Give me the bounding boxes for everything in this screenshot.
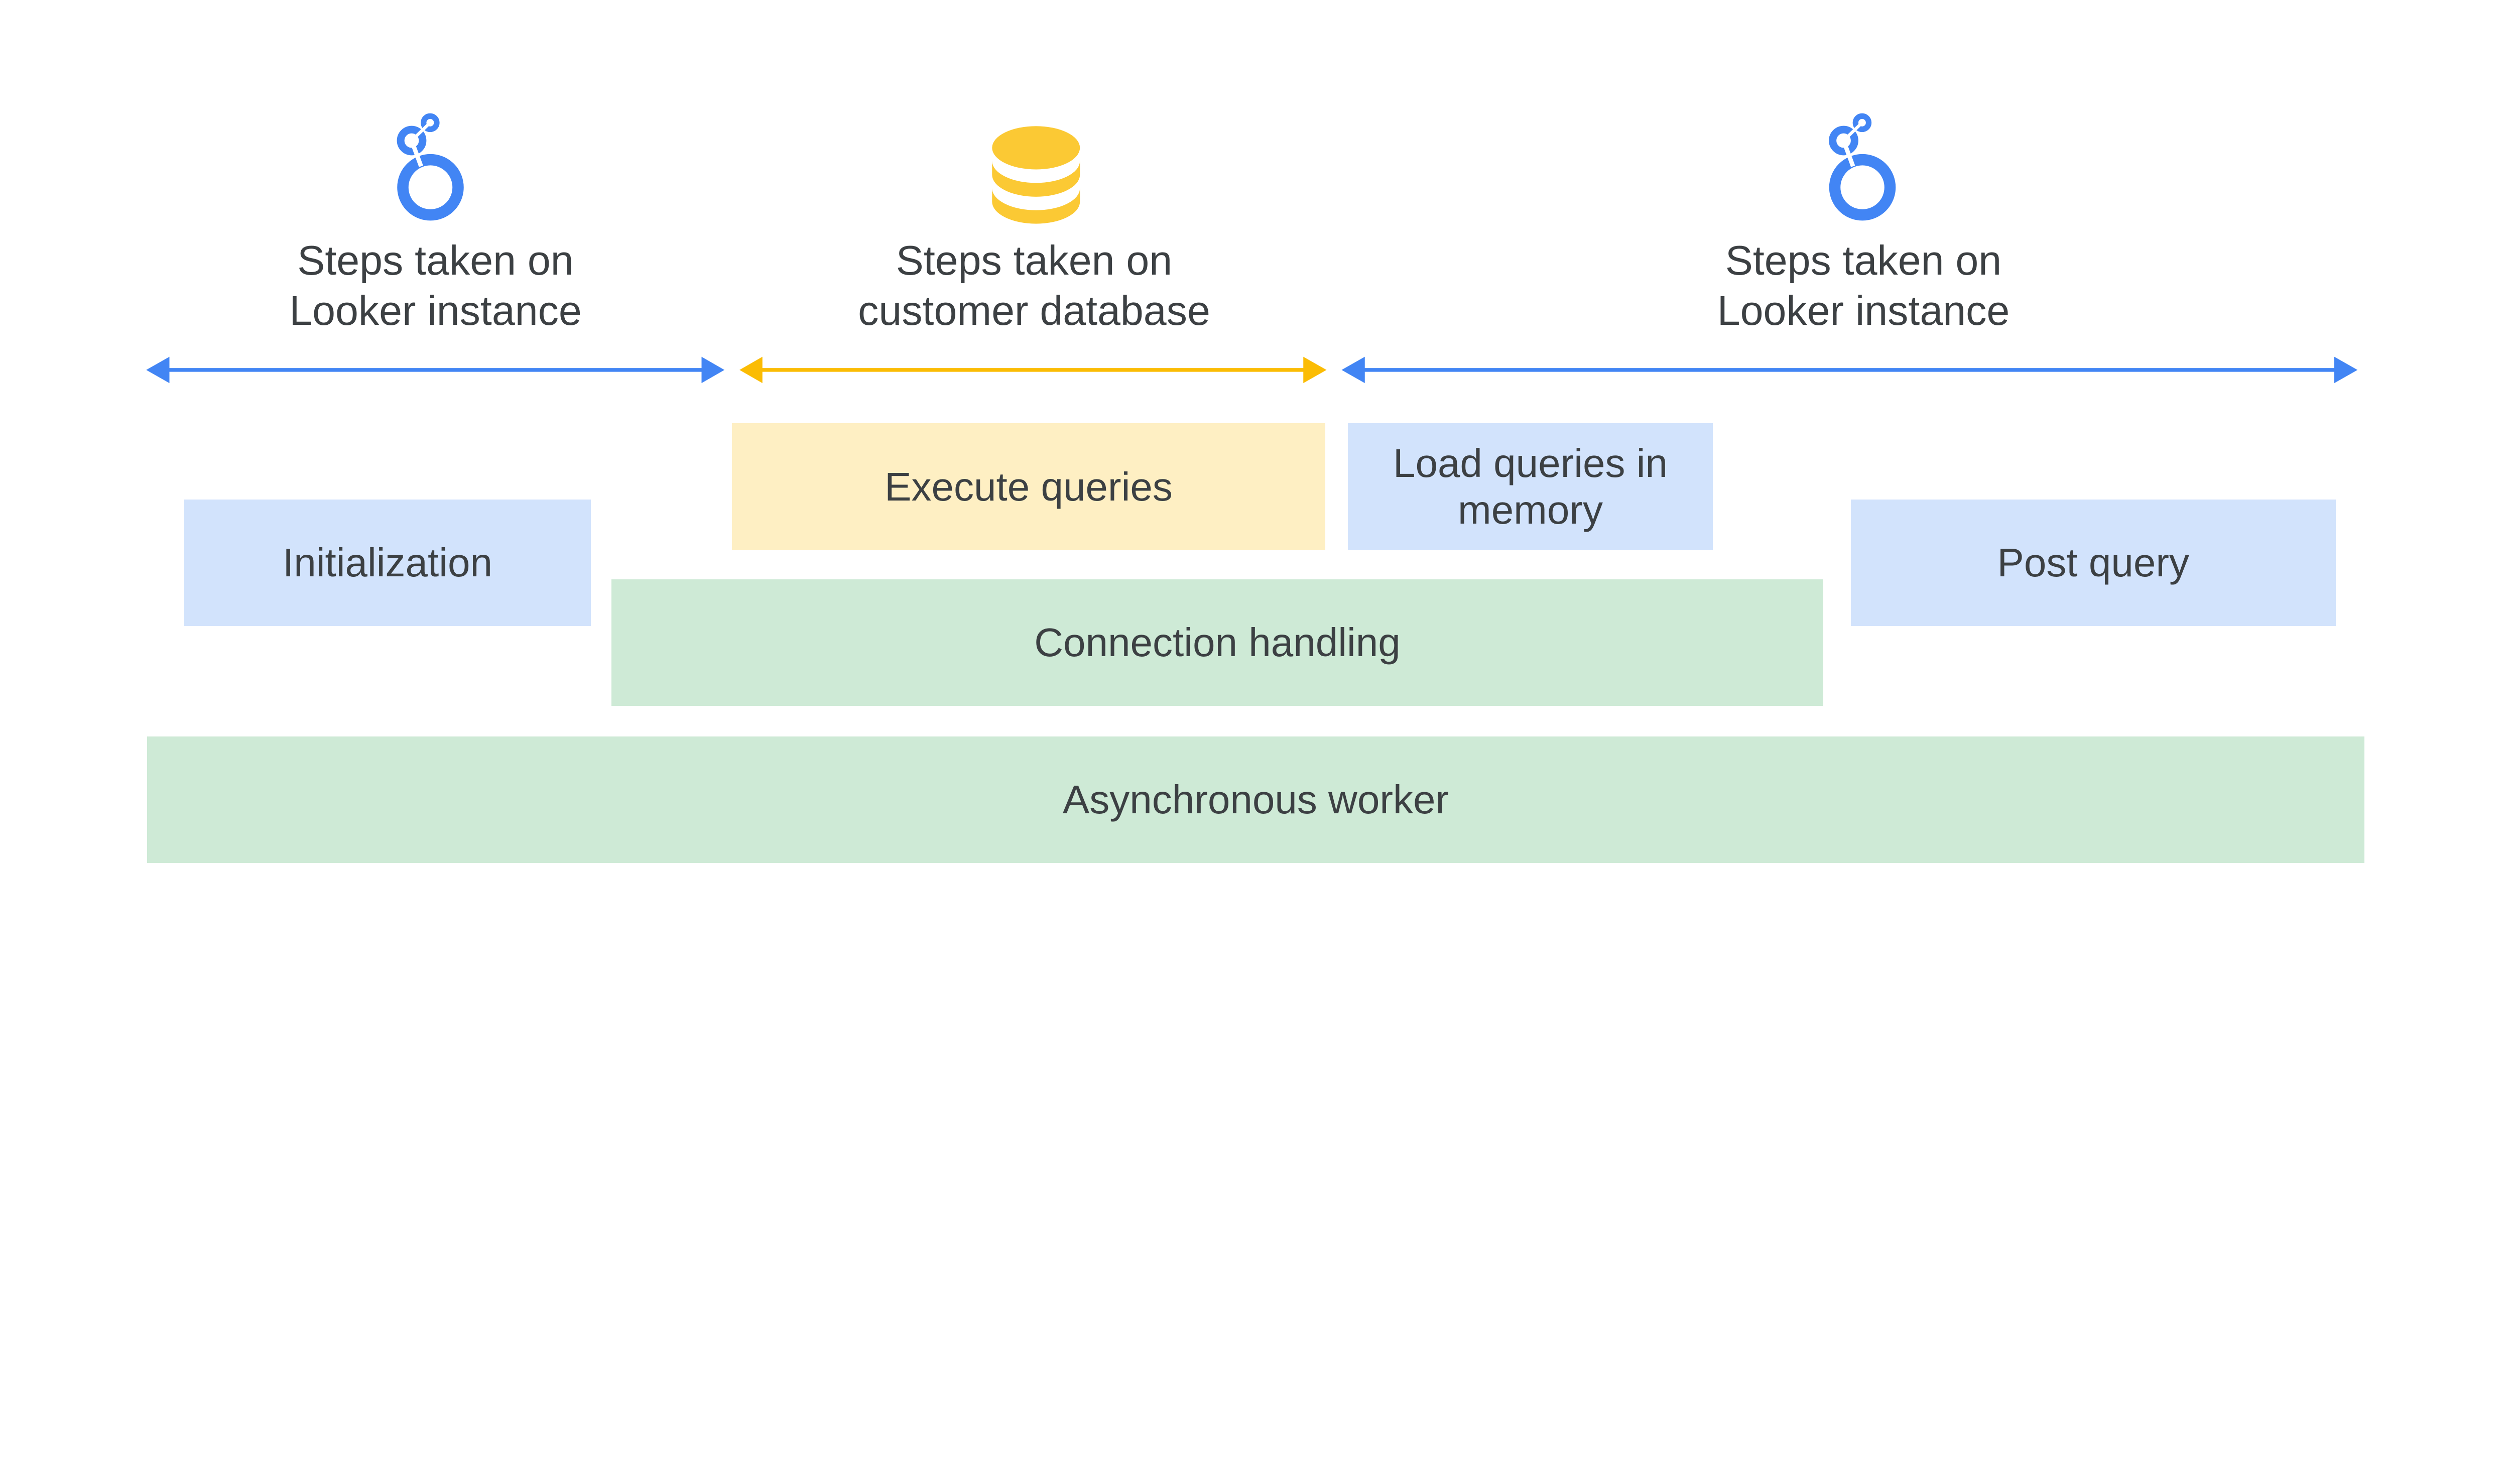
database-icon xyxy=(992,126,1080,224)
looker-logo-icon xyxy=(397,113,464,221)
initialization-box: Initialization xyxy=(184,500,591,626)
looker-logo-icon xyxy=(1829,113,1896,221)
diagram: Steps taken on Looker instance Steps tak… xyxy=(146,113,2364,863)
double-arrow-looker-left xyxy=(146,356,725,384)
heading-line: Steps taken on xyxy=(896,237,1173,284)
double-arrow-looker-right xyxy=(1341,356,2358,384)
post-query-box: Post query xyxy=(1850,500,2336,626)
section-heading-looker-right: Steps taken on Looker instance xyxy=(1612,235,2114,336)
connection-handling-box: Connection handling xyxy=(611,579,1823,706)
heading-line: Looker instance xyxy=(1717,287,2010,334)
section-heading-looker-left: Steps taken on Looker instance xyxy=(185,235,687,336)
load-queries-box: Load queries in memory xyxy=(1348,423,1713,550)
execute-queries-box: Execute queries xyxy=(732,423,1325,550)
box-label: Post query xyxy=(1997,540,2189,585)
box-label: Execute queries xyxy=(885,464,1173,509)
box-label: memory xyxy=(1458,487,1603,533)
diagram-artwork xyxy=(146,113,2358,384)
heading-line: Steps taken on xyxy=(297,237,574,284)
box-label: Asynchronous worker xyxy=(1062,777,1449,822)
heading-line: Looker instance xyxy=(289,287,582,334)
double-arrow-database xyxy=(739,356,1327,384)
asynchronous-worker-box: Asynchronous worker xyxy=(147,736,2364,863)
box-label: Initialization xyxy=(282,540,492,585)
heading-line: customer database xyxy=(858,287,1210,334)
box-label: Connection handling xyxy=(1034,620,1401,665)
box-label: Load queries in xyxy=(1393,440,1668,485)
section-heading-database: Steps taken on customer database xyxy=(783,235,1285,336)
heading-line: Steps taken on xyxy=(1725,237,2002,284)
